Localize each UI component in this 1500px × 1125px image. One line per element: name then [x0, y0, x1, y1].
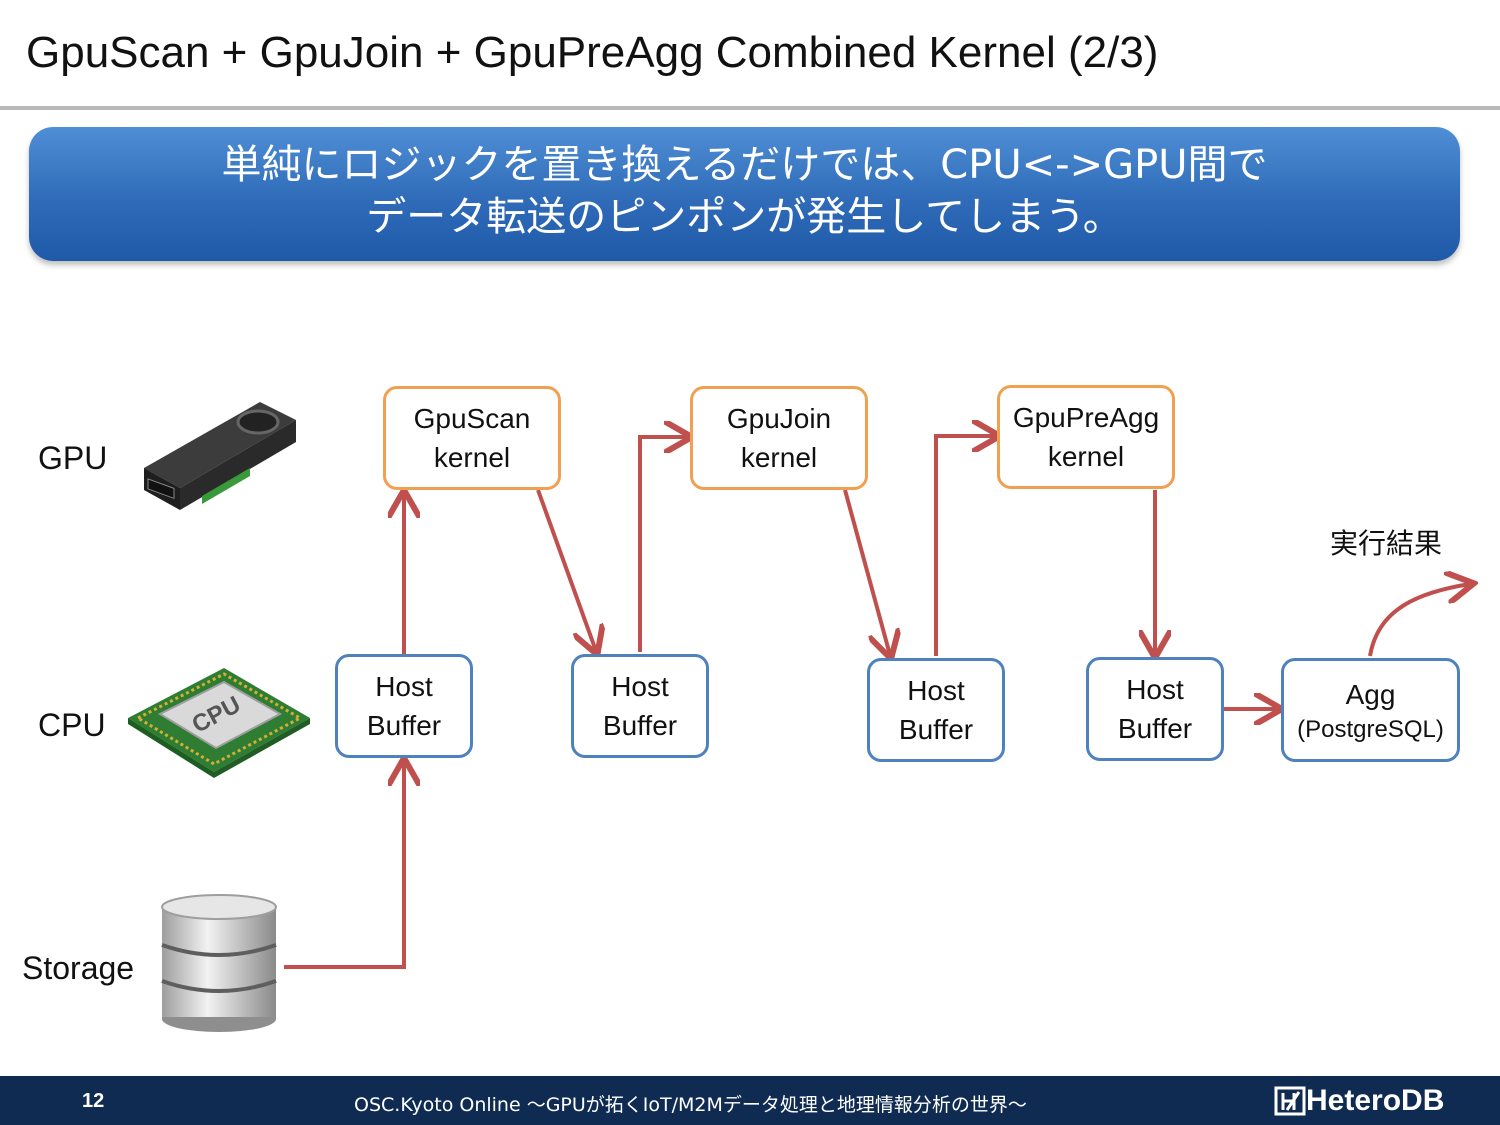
host-buffer-2: Host Buffer — [571, 654, 709, 758]
banner-line-1: 単純にロジックを置き換えるだけでは、CPU<->GPU間で — [221, 142, 1268, 188]
result-label: 実行結果 — [1330, 527, 1443, 560]
heterodb-logo: HeteroDB — [1274, 1084, 1444, 1118]
page-number: 12 — [82, 1090, 105, 1112]
gpujoin-kernel-line2: kernel — [740, 442, 818, 473]
agg-line2: (PostgreSQL) — [1297, 715, 1444, 743]
gpupreagg-kernel-line2: kernel — [1047, 441, 1125, 472]
host-buffer-3-line1: Host — [907, 675, 965, 706]
message-banner: 単純にロジックを置き換えるだけでは、CPU<->GPU間で データ転送のピンポン… — [29, 127, 1460, 261]
arrow-storage-to-buf1 — [284, 762, 404, 969]
host-buffer-1: Host Buffer — [335, 654, 473, 758]
arrow-gpujoin-to-buf3 — [843, 489, 890, 655]
footer-event-text: OSC.Kyoto Online 〜GPUが拓くIoT/M2Mデータ処理と地理情… — [354, 1094, 1027, 1116]
row-label-storage: Storage — [22, 950, 135, 986]
footer-bar: 12 OSC.Kyoto Online 〜GPUが拓くIoT/M2Mデータ処理と… — [0, 1076, 1500, 1125]
database-icon — [161, 894, 277, 1032]
host-buffer-1-line1: Host — [375, 671, 433, 702]
host-buffer-4-line2: Buffer — [1117, 713, 1193, 744]
title-divider — [0, 106, 1500, 110]
gpupreagg-kernel-line1: GpuPreAgg — [1012, 402, 1160, 433]
arrow-buf3-to-gpupreagg — [934, 436, 996, 656]
agg-line1: Agg — [1345, 678, 1396, 710]
host-buffer-2-line2: Buffer — [602, 710, 678, 741]
logo-text: HeteroDB — [1306, 1084, 1445, 1117]
gpuscan-kernel-line2: kernel — [433, 442, 511, 473]
gpujoin-kernel-box: GpuJoin kernel — [690, 386, 868, 490]
host-buffer-4: Host Buffer — [1086, 657, 1224, 761]
graphics-card-icon — [144, 402, 296, 510]
slide-title: GpuScan + GpuJoin + GpuPreAgg Combined K… — [26, 28, 1159, 77]
banner-line-2: データ転送のピンポンが発生してしまう。 — [366, 194, 1123, 240]
agg-postgresql-box: Agg (PostgreSQL) — [1281, 658, 1460, 762]
arrow-buf2-to-gpujoin — [638, 437, 688, 652]
host-buffer-2-line1: Host — [611, 671, 669, 702]
arrow-agg-to-result — [1368, 584, 1470, 657]
host-buffer-1-line2: Buffer — [366, 710, 442, 741]
heterodb-logo-icon — [1274, 1086, 1306, 1116]
row-label-gpu: GPU — [38, 440, 108, 476]
host-buffer-3-line2: Buffer — [898, 714, 974, 745]
host-buffer-4-line1: Host — [1126, 674, 1184, 705]
host-buffer-3: Host Buffer — [867, 658, 1005, 762]
gpuscan-kernel-box: GpuScan kernel — [383, 386, 561, 490]
gpupreagg-kernel-box: GpuPreAgg kernel — [997, 385, 1175, 489]
gpujoin-kernel-line1: GpuJoin — [726, 403, 832, 434]
cpu-chip-icon: CPU — [128, 668, 310, 778]
row-label-cpu: CPU — [38, 707, 106, 743]
gpuscan-kernel-line1: GpuScan — [413, 403, 531, 434]
arrow-gpuscan-to-buf2 — [536, 489, 596, 651]
